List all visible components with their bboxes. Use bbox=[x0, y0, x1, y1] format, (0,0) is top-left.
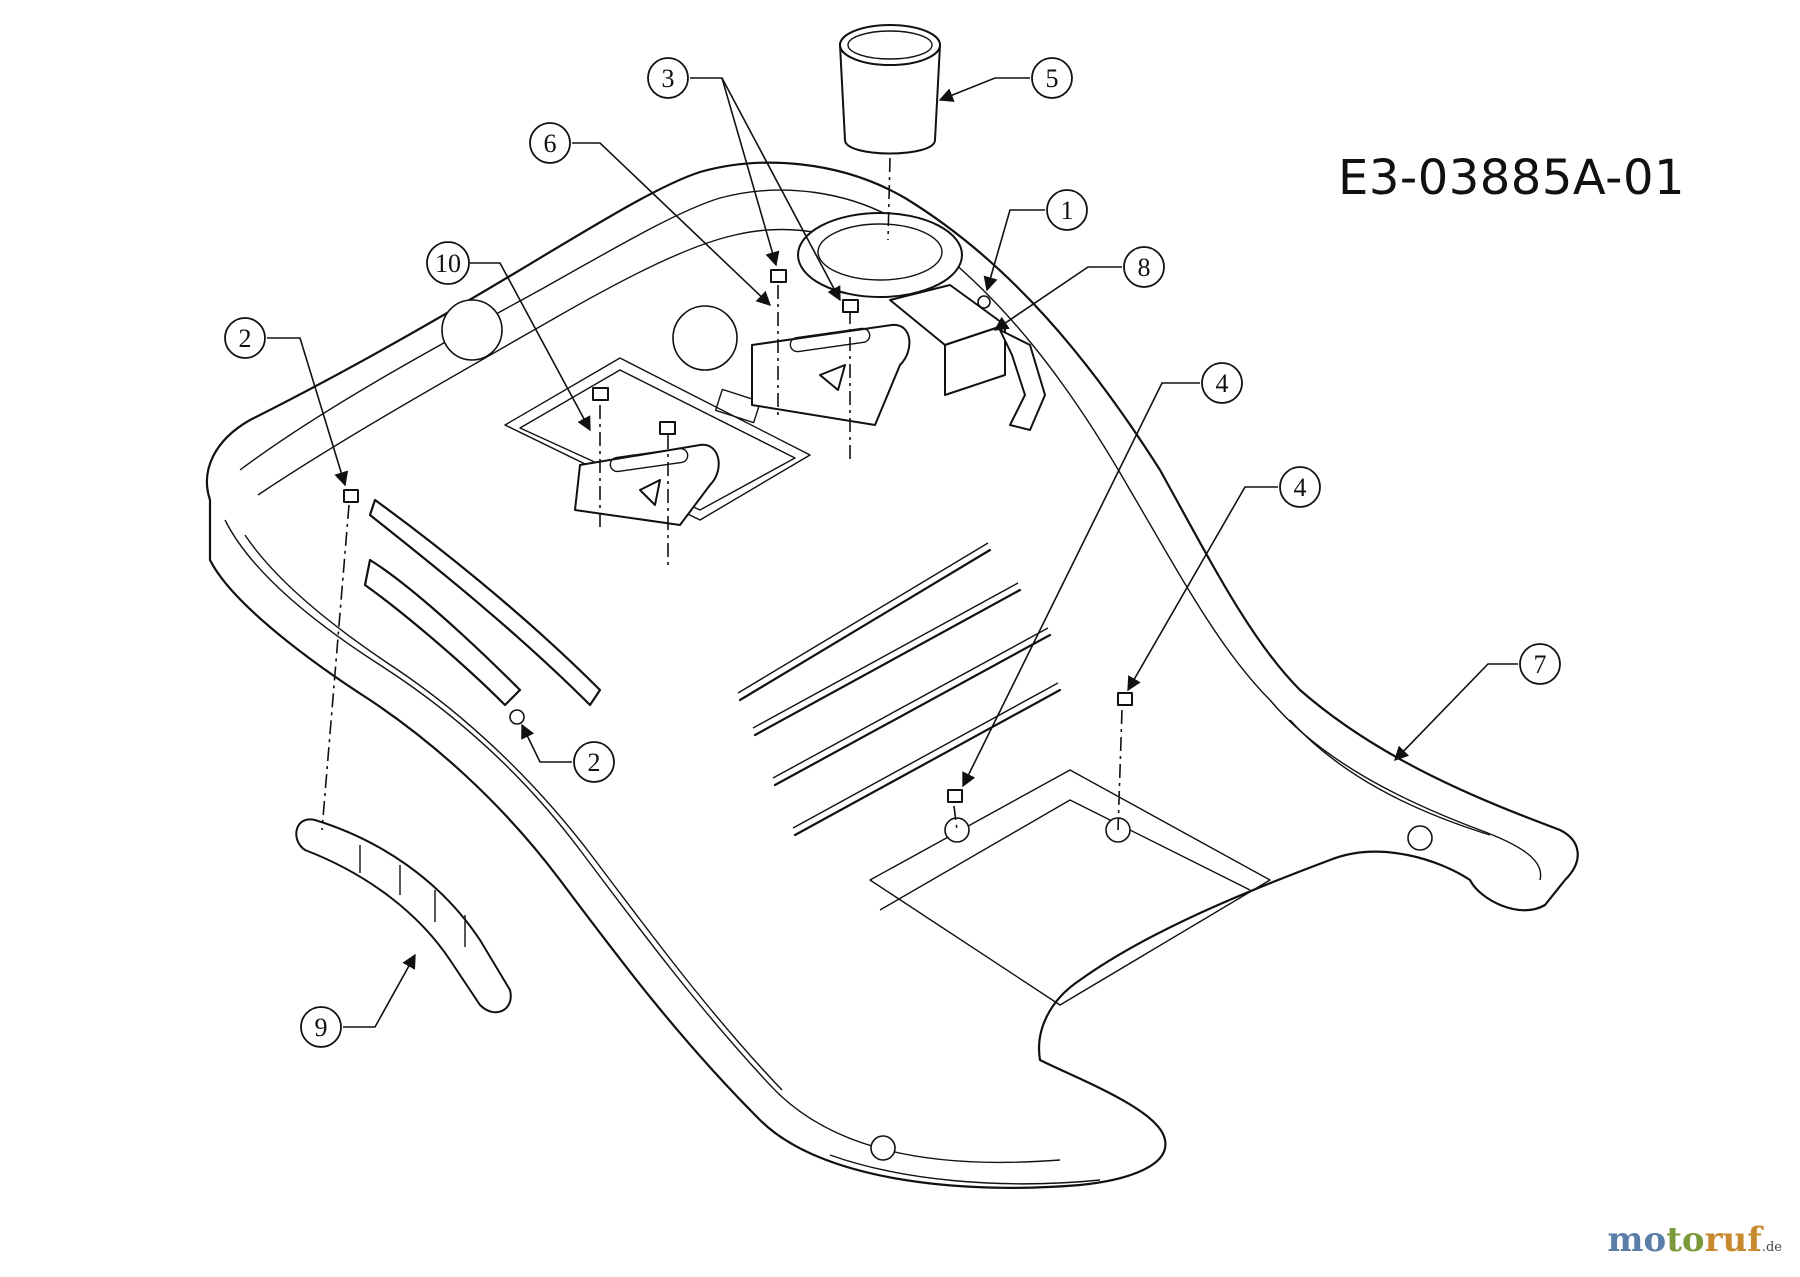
callout-4b: 4 bbox=[1127, 466, 1321, 692]
callout-1-label: 1 bbox=[1061, 196, 1074, 225]
callout-1: 1 bbox=[983, 189, 1088, 292]
callout-7-label: 7 bbox=[1534, 650, 1547, 679]
motoruf-watermark: motoruf.de bbox=[1608, 1220, 1782, 1260]
callout-9-label: 9 bbox=[315, 1013, 328, 1042]
callout-2a: 2 bbox=[224, 317, 349, 487]
callout-2a-label: 2 bbox=[239, 324, 252, 353]
callout-7: 7 bbox=[1393, 643, 1561, 762]
callout-5-label: 5 bbox=[1046, 64, 1059, 93]
callout-5: 5 bbox=[938, 57, 1073, 102]
callout-6-label: 6 bbox=[544, 129, 557, 158]
callout-8-label: 8 bbox=[1138, 253, 1151, 282]
callout-2b: 2 bbox=[521, 723, 615, 783]
callout-3-label: 3 bbox=[662, 64, 675, 93]
callout-2b-label: 2 bbox=[588, 748, 601, 777]
rear-fender-body bbox=[205, 161, 1579, 1189]
adjustment-strip bbox=[295, 818, 512, 1014]
seat-bracket-left bbox=[574, 387, 720, 565]
filler-cup bbox=[797, 24, 963, 298]
fasteners bbox=[321, 295, 1133, 831]
callout-8: 8 bbox=[993, 246, 1165, 331]
watermark-part-a: mo bbox=[1607, 1220, 1667, 1260]
callout-10-label: 10 bbox=[435, 249, 461, 278]
callout-4a: 4 bbox=[962, 362, 1243, 788]
watermark-tld: .de bbox=[1761, 1240, 1782, 1255]
callout-3: 3 bbox=[647, 57, 841, 302]
callout-4a-label: 4 bbox=[1216, 369, 1229, 398]
diagram-code-label: E3-03885A-01 bbox=[1338, 150, 1686, 206]
callout-10: 10 bbox=[426, 241, 591, 432]
callout-4b-label: 4 bbox=[1294, 473, 1307, 502]
seat-bracket-right bbox=[751, 269, 911, 460]
switch-bracket bbox=[889, 284, 1046, 431]
callout-6: 6 bbox=[529, 122, 772, 306]
watermark-part-c: ruf bbox=[1704, 1220, 1762, 1260]
watermark-part-b: to bbox=[1666, 1220, 1705, 1260]
callout-9: 9 bbox=[300, 953, 416, 1048]
